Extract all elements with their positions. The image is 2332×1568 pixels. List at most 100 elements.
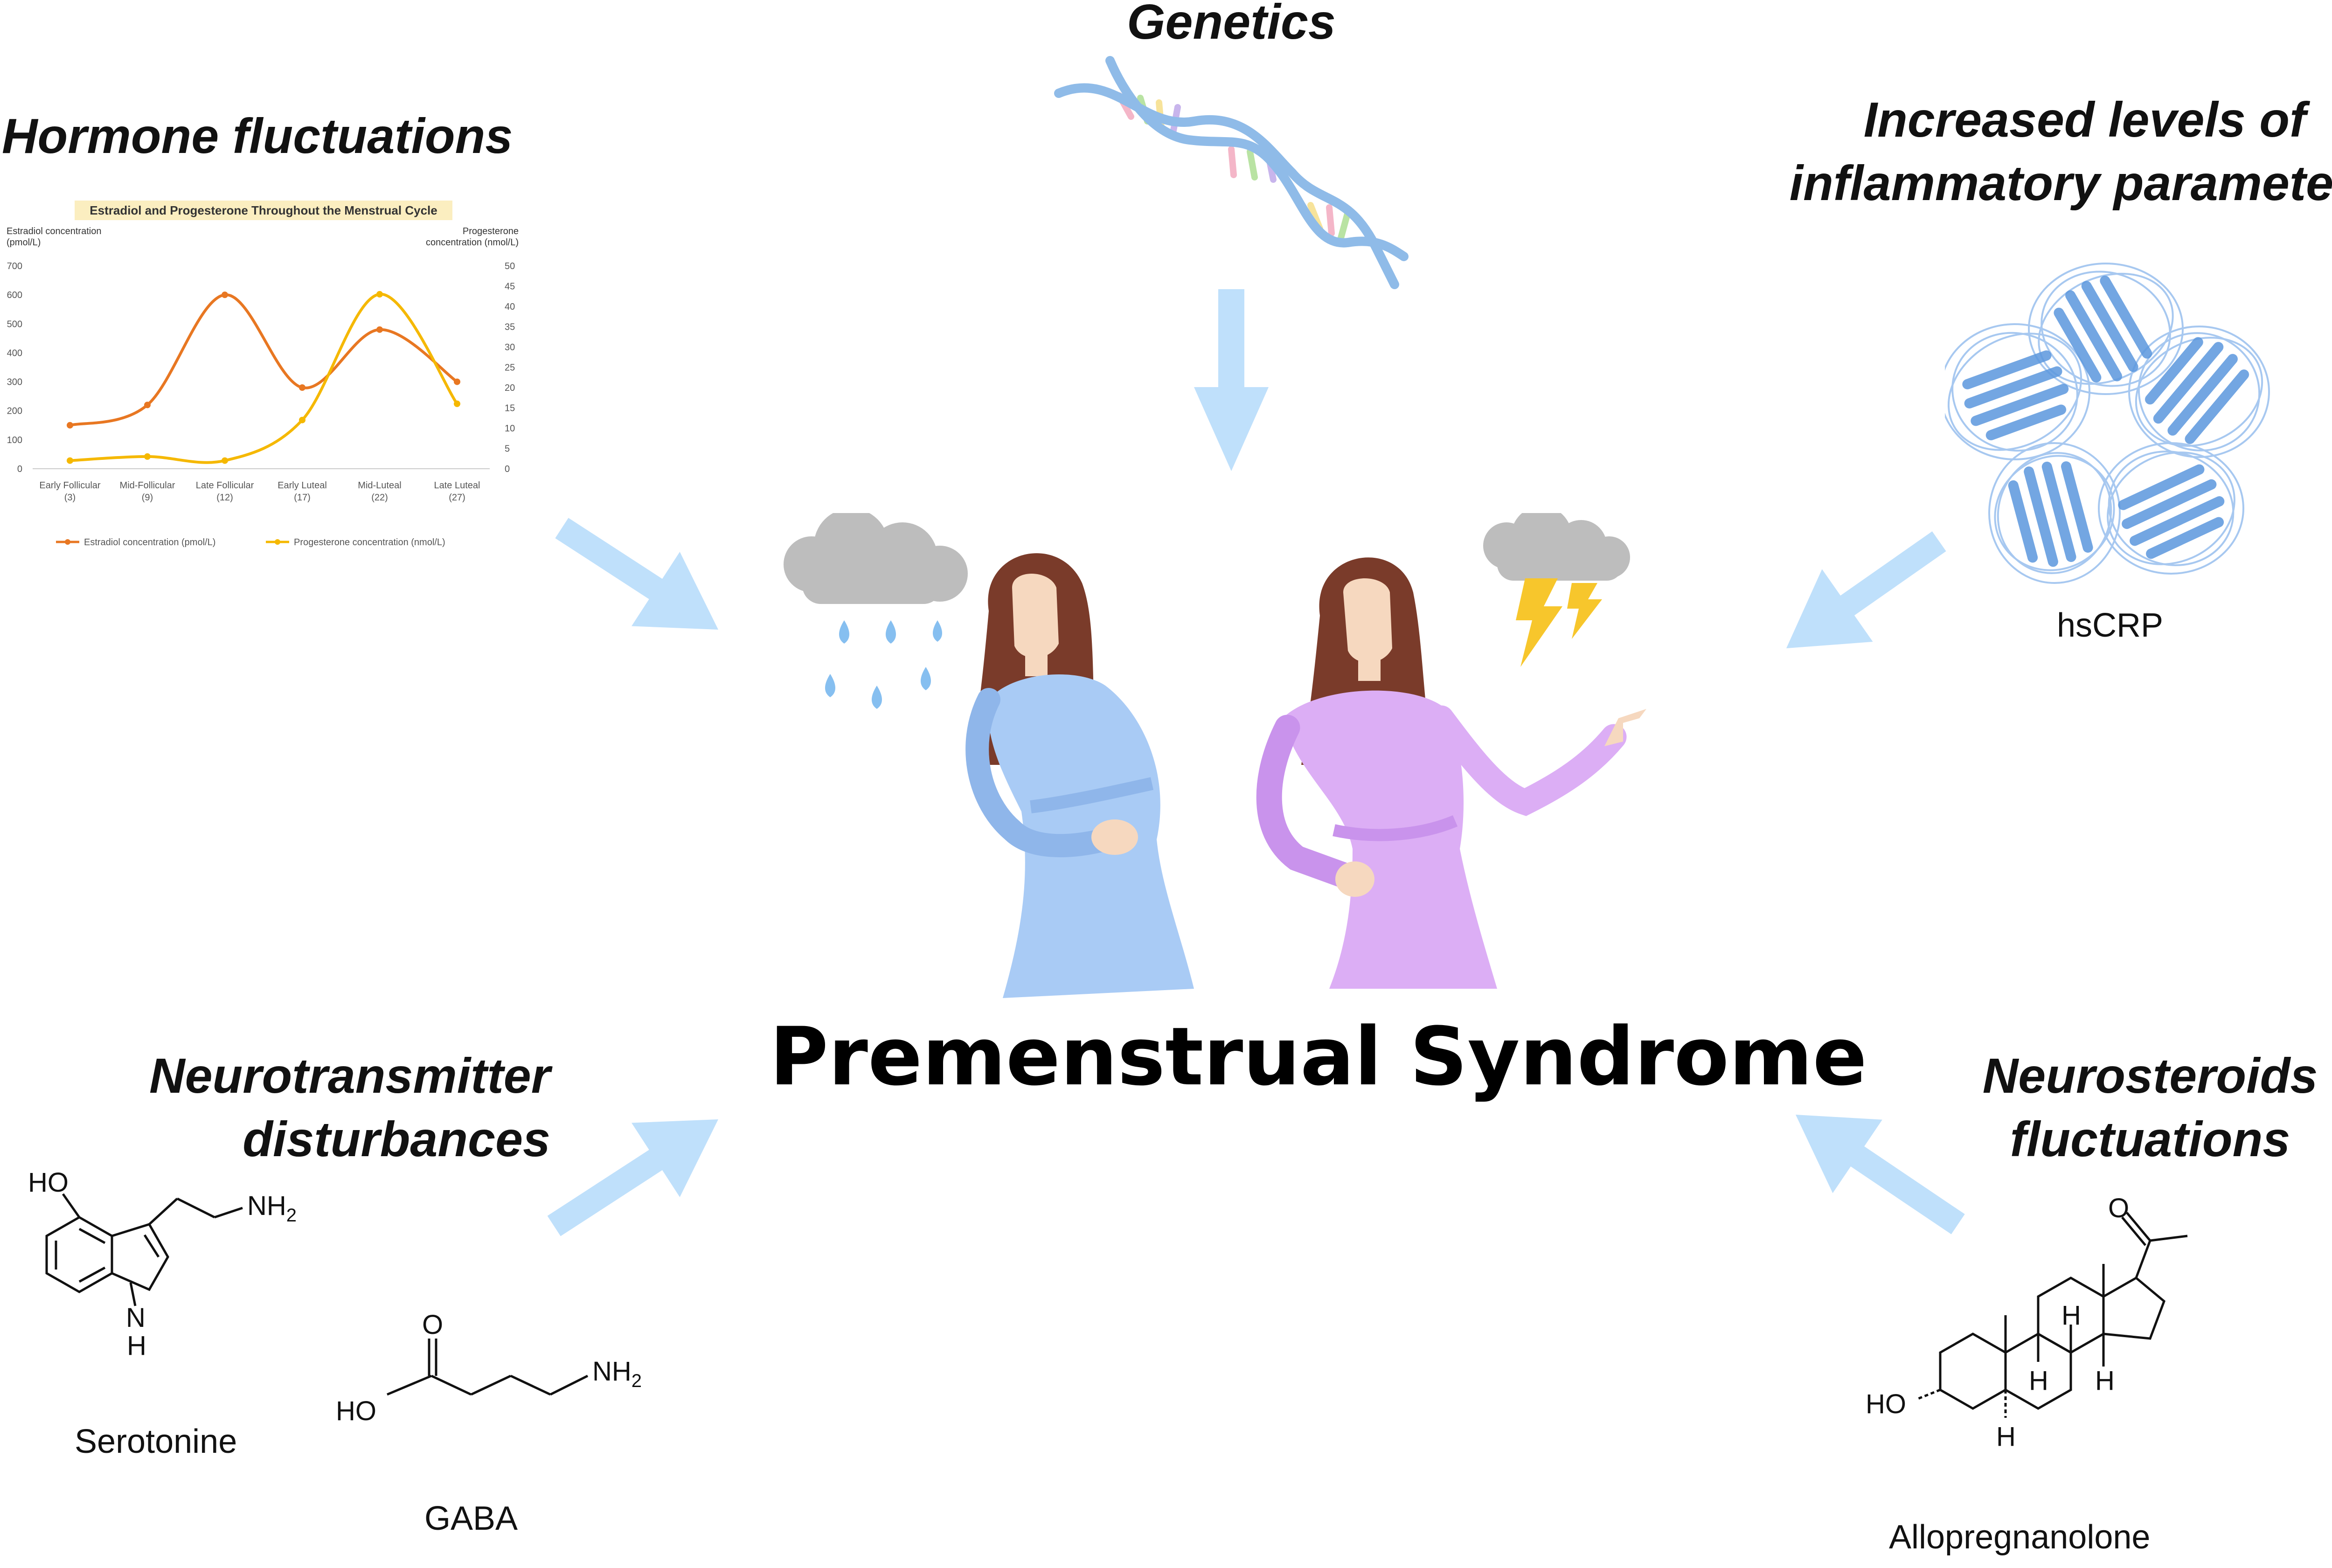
hscrp-protein-illustration: [1945, 263, 2270, 584]
serotonine-label: Serotonine: [75, 1423, 237, 1460]
arrow-genetics: [1194, 289, 1269, 471]
arrow-neurosteroid: [1796, 1115, 1965, 1235]
allo-ho-text: HO: [1866, 1389, 1906, 1419]
series-1-point: [222, 291, 228, 298]
angry-woman-right-arm: [1428, 705, 1627, 816]
lightning-icon: [1516, 578, 1602, 667]
allo-o-label: O: [2108, 1193, 2129, 1223]
left-tick-label: 0: [17, 464, 22, 474]
series-1-point: [144, 402, 151, 409]
serotonine-nh2-label: NH2: [247, 1191, 297, 1226]
series-2-point: [376, 291, 383, 298]
sad-woman-figure: [965, 553, 1194, 998]
angry-woman-left-arm: [1256, 715, 1361, 890]
neurosteroid-heading-line2: fluctuations: [2010, 1111, 2290, 1167]
dna-illustration: [1054, 56, 1409, 289]
series-2-point: [144, 453, 151, 460]
series-2-point: [222, 457, 228, 464]
series-1-point: [299, 384, 305, 391]
protomer-bottom-right: [2098, 442, 2244, 575]
series-2-point: [299, 416, 305, 423]
angry-woman-face: [1343, 578, 1392, 663]
right-tick-label: 40: [505, 302, 515, 312]
neurosteroid-heading-line1: Neurosteroids: [1982, 1048, 2318, 1103]
angry-woman-waist: [1333, 815, 1458, 841]
angry-woman-neck: [1358, 658, 1381, 681]
right-tick-label: 45: [505, 282, 515, 292]
right-tick-label: 15: [505, 403, 515, 414]
arrow-inflammation: [1786, 531, 1946, 648]
steroid-ring-a: [1939, 1332, 2007, 1410]
hormone-heading: Hormone fluctuations: [2, 109, 513, 164]
right-tick-label: 20: [505, 383, 515, 393]
serotonine-h-label: H: [127, 1331, 146, 1361]
rain-cloud-icon: [784, 513, 968, 604]
sad-woman-face: [1012, 574, 1059, 658]
protomer-right: [2128, 326, 2270, 458]
neurosteroid-heading: Neurosteroids fluctuations: [1940, 1045, 2332, 1171]
protomer-bottom-left: [1988, 442, 2121, 584]
sad-woman-arm: [965, 688, 1117, 858]
dna-strand-b: [1105, 56, 1409, 261]
chart-ylabel-left: Estradiol concentration(pmol/L): [7, 226, 101, 248]
gaba-ho-label: HO: [336, 1396, 376, 1426]
angry-woman-fist: [1335, 861, 1374, 897]
angry-woman-pointing-hand: [1604, 709, 1646, 746]
steroid-ring-d: [2102, 1276, 2165, 1340]
serotonine-ho-label: HO: [28, 1167, 69, 1198]
inflammation-heading: Increased levels of inflammatory paramet…: [1763, 89, 2332, 215]
chart-legend: Estradiol concentration (pmol/L) Progeste…: [56, 537, 445, 548]
right-tick-label: 30: [505, 342, 515, 353]
sad-woman-belt: [1030, 777, 1154, 813]
raindrops-icon: [825, 620, 942, 709]
serotonine-n-label: N: [126, 1303, 146, 1333]
gaba-nh2-label: NH2: [592, 1356, 642, 1391]
left-tick-label: 200: [7, 406, 22, 416]
allo-h-label-3: H: [2095, 1366, 2115, 1396]
left-tick-label: 100: [7, 435, 22, 445]
neurotransmitter-heading-line2: disturbances: [243, 1111, 550, 1167]
left-tick-label: 400: [7, 348, 22, 358]
serotonine-structure: HO NH2 N H: [28, 1167, 297, 1361]
right-tick-label: 5: [505, 444, 510, 454]
legend-label-1: Estradiol concentration (pmol/L): [84, 537, 215, 548]
series-2-point: [454, 400, 460, 407]
pms-title: Premenstrual Syndrome: [770, 1010, 1867, 1103]
legend-marker-1: [65, 539, 70, 545]
storm-cloud-icon: [1483, 513, 1630, 581]
left-tick-label: 700: [7, 261, 22, 271]
x-tick-label: Late Luteal(27): [434, 480, 480, 503]
series-1-point: [67, 422, 73, 429]
chart-title: Estradiol and Progesterone Throughout th…: [90, 203, 437, 217]
allo-h-label-1: H: [2061, 1300, 2081, 1331]
x-tick-label: Mid-Luteal(22): [358, 480, 401, 503]
neurotransmitter-heading-line1: Neurotransmitter: [149, 1048, 550, 1103]
x-tick-label: Early Follicular(3): [39, 480, 100, 503]
sad-woman-neck: [1025, 653, 1048, 676]
allo-h-label-4: H: [1996, 1422, 2016, 1452]
allo-h-label-2: H: [2029, 1366, 2048, 1396]
genetics-heading: Genetics: [1127, 0, 1336, 49]
hscrp-label: hsCRP: [2057, 607, 2164, 644]
gaba-label: GABA: [424, 1500, 518, 1537]
serotonine-pyrrole-ring: [111, 1223, 169, 1291]
women-illustration: [784, 513, 1646, 998]
legend-marker-2: [275, 539, 280, 545]
gaba-structure: O HO NH2: [336, 1310, 642, 1426]
right-tick-label: 25: [505, 363, 515, 373]
legend-label-2: Progesterone concentration (nmol/L): [294, 537, 445, 548]
x-tick-label: Late Follicular(12): [196, 480, 254, 503]
chart-title-background: [75, 201, 452, 220]
right-tick-label: 35: [505, 322, 515, 333]
x-tick-label: Mid-Follicular(9): [120, 480, 175, 503]
sad-woman-hands: [1091, 819, 1138, 855]
dna-strand-a: [1054, 83, 1399, 289]
chart-series: [67, 291, 460, 464]
series-line-2: [69, 292, 458, 464]
right-tick-label: 50: [505, 261, 515, 271]
inflammation-heading-line1: Increased levels of: [1863, 92, 2306, 147]
